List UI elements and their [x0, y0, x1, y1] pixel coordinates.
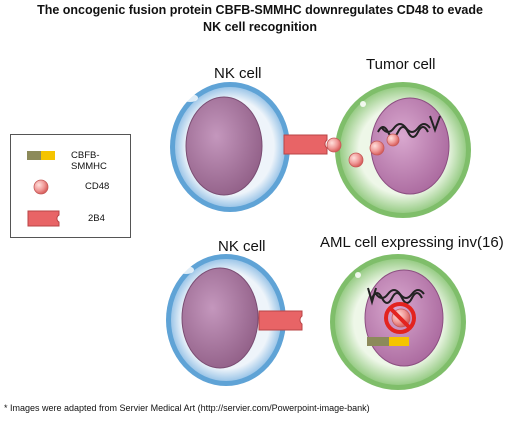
nk-nucleus-bottom [181, 267, 259, 369]
cd48-sphere-icon [33, 179, 49, 195]
nk-label-top: NK cell [214, 65, 262, 82]
footnote: * Images were adapted from Servier Medic… [4, 403, 370, 413]
legend-label-cd48: CD48 [85, 181, 110, 192]
block-icon [384, 302, 416, 334]
nk-label-bottom: NK cell [218, 238, 266, 255]
nk-cell-top [170, 82, 290, 212]
legend: CBFB-SMMHC CD48 2B4 [10, 134, 131, 238]
legend-label-2b4: 2B4 [88, 213, 105, 224]
dna-strand-top [377, 123, 431, 138]
cd48 [348, 152, 364, 168]
cd48 [386, 133, 400, 147]
cd48 [369, 140, 385, 156]
nk-cell-bottom [166, 254, 286, 386]
cd48-bound [326, 137, 342, 153]
diagram-title: The oncogenic fusion protein CBFB-SMMHC … [20, 2, 500, 36]
fusion-protein-in-cell [367, 337, 409, 346]
2b4-receptor-icon [27, 210, 60, 227]
aml-cell-bottom [330, 254, 466, 390]
legend-label-fusion: CBFB-SMMHC [71, 150, 107, 172]
legend-icons [27, 151, 60, 227]
dna-strand-bottom [371, 289, 425, 304]
fusion-protein-bar-icon [27, 151, 55, 160]
tumor-label: Tumor cell [366, 56, 436, 73]
tumor-cell-top [335, 82, 471, 218]
nk-nucleus-top [185, 96, 263, 196]
receptor-2b4-top [283, 134, 328, 155]
cd48-molecules-top [326, 133, 400, 168]
title-line-1: The oncogenic fusion protein CBFB-SMMHC … [37, 3, 483, 17]
title-line-2: NK cell recognition [203, 20, 317, 34]
receptor-2b4-bottom [258, 310, 303, 331]
aml-label: AML cell expressing inv(16) [320, 234, 504, 251]
